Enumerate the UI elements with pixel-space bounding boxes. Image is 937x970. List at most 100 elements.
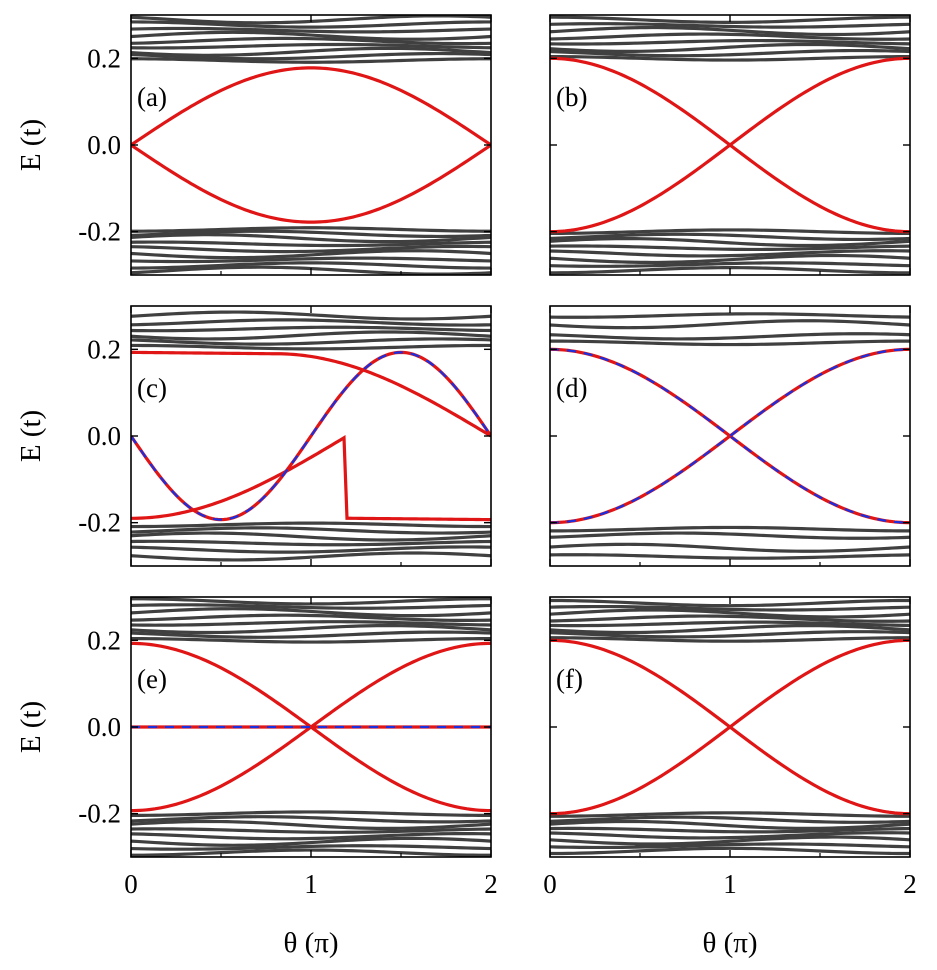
bulk-band-line xyxy=(131,20,491,29)
x-tick-label: 2 xyxy=(903,869,917,899)
plot-area xyxy=(550,598,910,856)
bulk-band-line xyxy=(550,542,910,553)
bulk-band-line xyxy=(131,603,491,610)
bulk-band-line xyxy=(550,525,910,533)
plot-area xyxy=(131,310,491,562)
y-tick-label: 0.2 xyxy=(87,625,121,655)
bulk-band-line xyxy=(550,232,910,242)
bulk-band-line xyxy=(131,42,491,50)
panel-d: (d) xyxy=(549,305,911,567)
bulk-band-line xyxy=(131,226,491,233)
y-tick-label: 0.2 xyxy=(87,334,121,364)
edge-state-dash xyxy=(550,348,910,524)
panel-label: (d) xyxy=(556,373,587,403)
bulk-band-line xyxy=(550,266,910,275)
bulk-band-line xyxy=(131,545,491,554)
bulk-band-line xyxy=(131,36,491,46)
bulk-band-line xyxy=(550,236,910,248)
bulk-band-line xyxy=(550,319,910,330)
bulk-band-line xyxy=(131,531,491,542)
panel-c: 0.20.0-0.2E (t)(c) xyxy=(15,305,492,567)
bulk-band-line xyxy=(550,815,910,824)
bulk-band-line xyxy=(131,607,491,618)
bulk-band-line xyxy=(550,846,910,856)
bulk-band-line xyxy=(131,836,491,847)
edge-state-curve xyxy=(131,435,491,522)
bulk-band-line xyxy=(131,620,491,627)
bulk-band-line xyxy=(550,312,910,319)
panel-label: (f) xyxy=(556,664,583,694)
bulk-band-line xyxy=(550,244,910,252)
x-tick-label: 1 xyxy=(304,869,318,899)
bulk-band-line xyxy=(131,46,491,57)
bulk-band-line xyxy=(550,604,910,612)
panel-label: (e) xyxy=(137,664,167,694)
panel-f: 0 1 2 θ (π) (f) xyxy=(543,596,917,959)
y-axis-title: E (t) xyxy=(15,410,47,462)
panel-a: 0.20.0-0.2E (t)(a) xyxy=(15,14,492,276)
bulk-band-line xyxy=(550,531,910,540)
bulk-band-line xyxy=(131,240,491,248)
bulk-band-line xyxy=(131,310,491,321)
panel-b: (b) xyxy=(549,14,911,276)
bulk-band-line xyxy=(550,15,910,24)
bulk-band-line xyxy=(550,819,910,831)
bulk-band-line xyxy=(131,51,491,61)
y-tick-label: -0.2 xyxy=(78,799,121,829)
bulk-band-line xyxy=(550,811,910,818)
bulk-band-line xyxy=(550,826,910,834)
bulk-band-line xyxy=(131,526,491,535)
bulk-band-line xyxy=(550,55,910,62)
bulk-band-line xyxy=(550,614,910,623)
panel-label: (a) xyxy=(137,82,167,112)
bulk-band-line xyxy=(550,598,910,608)
bulk-band-line xyxy=(550,842,910,850)
bulk-band-line xyxy=(550,623,910,635)
bulk-band-line xyxy=(550,22,910,29)
panel-label: (c) xyxy=(137,373,167,403)
edge-state-curve xyxy=(131,143,491,224)
bulk-band-line xyxy=(550,249,910,258)
bulk-band-line xyxy=(131,630,491,639)
bulk-band-line xyxy=(550,620,910,628)
bulk-band-line xyxy=(550,253,910,265)
edge-state-curve xyxy=(550,56,910,234)
y-tick-label: 0.0 xyxy=(87,130,121,160)
bulk-band-line xyxy=(131,539,491,547)
x-tick-label: 0 xyxy=(124,869,138,899)
bulk-band-line xyxy=(131,256,491,264)
bulk-band-line xyxy=(550,38,910,46)
panel-label: (b) xyxy=(556,82,587,112)
plot-area xyxy=(131,597,491,857)
bulk-band-line xyxy=(131,343,491,351)
bulk-band-line xyxy=(550,25,910,37)
bulk-band-line xyxy=(550,42,910,54)
bulk-band-line xyxy=(550,553,910,560)
bulk-band-line xyxy=(131,26,491,34)
edge-state-curve xyxy=(131,66,491,147)
x-axis-title: θ (π) xyxy=(702,927,757,959)
x-tick-label: 1 xyxy=(723,869,737,899)
bulk-band-line xyxy=(131,623,491,635)
x-tick-label: 0 xyxy=(543,869,557,899)
edge-state-curve xyxy=(550,638,910,816)
bulk-band-line xyxy=(131,249,491,260)
panels-layer: 0.20.0-0.2E (t)(a)(b)0.20.0-0.2E (t)(c)(… xyxy=(15,14,917,959)
y-tick-label: 0.2 xyxy=(87,43,121,73)
bulk-band-line xyxy=(550,608,910,619)
bulk-band-line xyxy=(131,810,491,817)
bulk-band-line xyxy=(131,521,491,529)
y-tick-label: -0.2 xyxy=(78,508,121,538)
bulk-band-line xyxy=(131,815,491,824)
bulk-band-line xyxy=(131,337,491,346)
plot-area xyxy=(131,15,491,275)
bulk-band-line xyxy=(550,32,910,41)
bulk-band-line xyxy=(131,233,491,244)
y-axis-title: E (t) xyxy=(15,119,47,171)
bulk-band-line xyxy=(131,330,491,341)
bulk-band-line xyxy=(131,261,491,270)
edge-state-curve xyxy=(131,350,491,438)
bulk-band-line xyxy=(131,318,491,327)
x-tick-label: 2 xyxy=(484,869,498,899)
